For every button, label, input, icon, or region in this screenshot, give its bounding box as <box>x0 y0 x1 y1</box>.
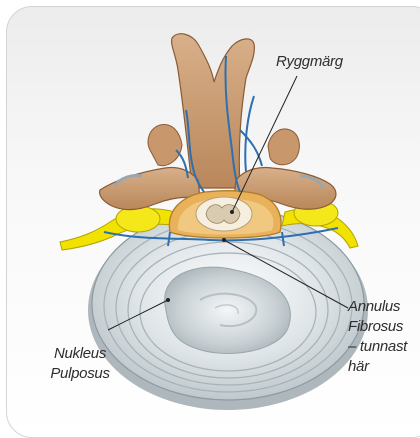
label-annulus-fibrosus: Annulus Fibrosus – tunnast här <box>348 297 407 377</box>
spinal-cord <box>196 197 252 231</box>
label-annulus-line2: Fibrosus <box>348 317 407 337</box>
spinal-canal <box>169 191 281 238</box>
label-nucleus-pulposus: Nukleus Pulposus <box>40 344 120 384</box>
label-annulus-line3: – tunnast <box>348 337 407 357</box>
label-nucleus-line2: Pulposus <box>40 364 120 384</box>
label-annulus-line1: Annulus <box>348 297 407 317</box>
label-annulus-line4: här <box>348 357 407 377</box>
label-nucleus-line1: Nukleus <box>40 344 120 364</box>
label-spinal-cord: Ryggmärg <box>276 52 343 71</box>
